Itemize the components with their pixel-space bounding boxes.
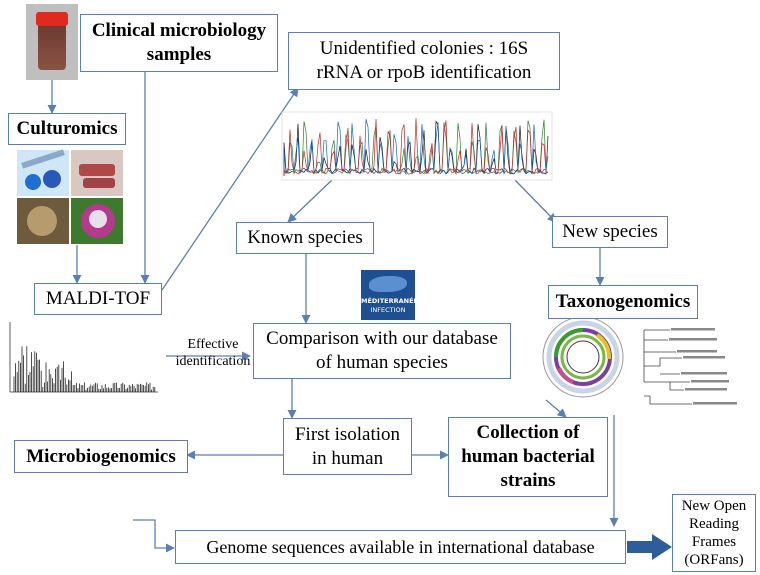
node-clinical-samples: Clinical microbiology samples <box>80 14 278 72</box>
chromatogram-image <box>281 111 553 181</box>
node-microbiogenomics: Microbiogenomics <box>14 440 188 473</box>
node-culturomics: Culturomics <box>8 113 126 145</box>
logo-line1: MÉDITERRANÉE <box>361 297 418 305</box>
chromatogram-trace <box>283 119 549 176</box>
edge-left-feed-to-genome <box>133 519 175 553</box>
culture-images-collage <box>17 149 123 244</box>
node-new-orfs: New Open Reading Frames (ORFans) <box>672 494 756 572</box>
phylogenetic-tree-image <box>643 328 737 405</box>
node-genome-sequences: Genome sequences available in internatio… <box>175 530 626 564</box>
node-taxonogenomics: Taxonogenomics <box>548 285 698 319</box>
edge-chromatogram-to-known <box>287 179 333 223</box>
genome-map-image <box>542 316 624 398</box>
node-new-species: New species <box>552 216 668 248</box>
mediterranee-infection-logo: MÉDITERRANÉE INFECTION <box>361 270 418 320</box>
node-maldi-tof: MALDI-TOF <box>34 283 162 315</box>
thick-arrow-to-orfans <box>627 534 672 560</box>
edge-chromatogram-to-new <box>514 179 557 223</box>
edge-maldi-to-unidentified <box>161 87 299 291</box>
node-known-species: Known species <box>236 222 374 254</box>
mass-spectrum-image <box>2 318 162 398</box>
logo-line2: INFECTION <box>370 306 406 314</box>
label-effective-identification: Effective identification <box>175 337 251 369</box>
edge-taxonogenomics-to-collection <box>545 399 567 418</box>
sample-tube-image <box>26 4 78 80</box>
node-unidentified-colonies: Unidentified colonies : 16S rRNA or rpoB… <box>288 32 560 90</box>
node-comparison: Comparison with our database of human sp… <box>253 323 511 379</box>
node-collection: Collection of human bacterial strains <box>448 417 608 497</box>
chromatogram-trace <box>283 118 549 176</box>
node-first-isolation: First isolation in human <box>283 418 412 475</box>
